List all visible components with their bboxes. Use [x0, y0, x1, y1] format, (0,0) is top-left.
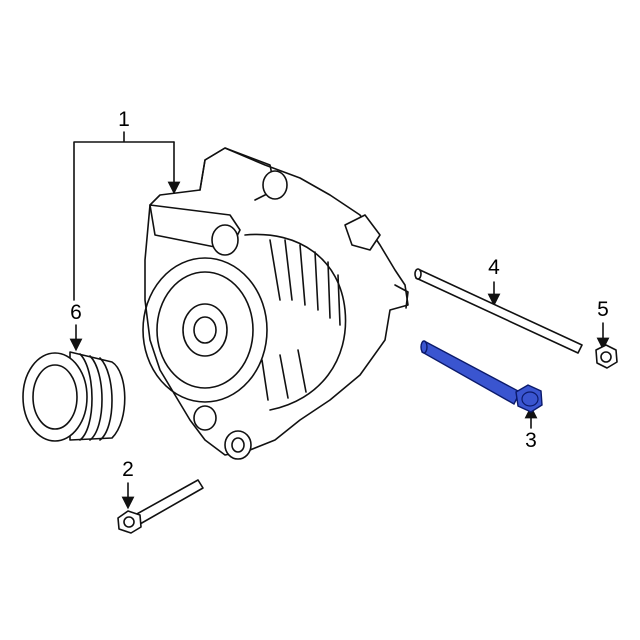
bolt-part-3-highlighted[interactable]: [420, 340, 543, 413]
callout-1: 1: [118, 108, 130, 131]
nut-part-5[interactable]: [595, 344, 618, 369]
rod-part-4[interactable]: [414, 268, 583, 354]
callout-6: 6: [70, 301, 82, 324]
callout-3: 3: [525, 429, 537, 452]
pulley-part-6[interactable]: [22, 351, 126, 442]
callout-5: 5: [597, 298, 609, 321]
callout-4: 4: [488, 256, 500, 279]
callout-2: 2: [122, 458, 134, 481]
leader-lines: [69, 131, 610, 510]
bolt-part-2[interactable]: [117, 479, 204, 534]
alternator-part-1[interactable]: [142, 147, 409, 460]
